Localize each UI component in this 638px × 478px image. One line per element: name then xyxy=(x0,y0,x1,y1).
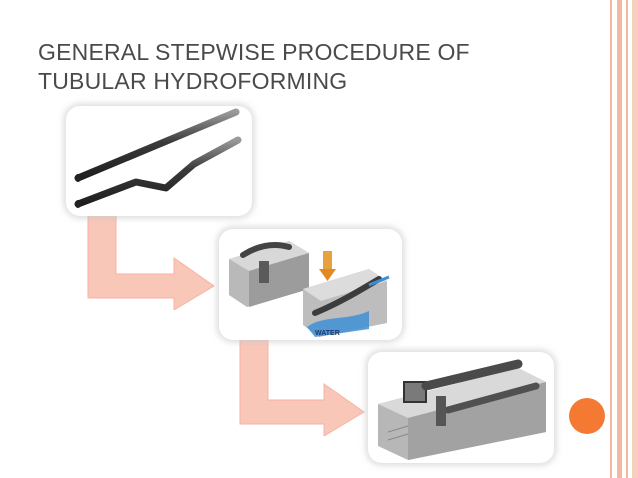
water-pressure-icon xyxy=(303,251,390,337)
straight-tube-icon xyxy=(74,108,240,182)
die-water-illustration: WATER xyxy=(229,241,390,337)
decorative-stripes xyxy=(610,0,638,478)
die-cavity-icon xyxy=(229,241,309,307)
formed-part-icon xyxy=(378,359,546,460)
step-arrow-1 xyxy=(87,214,215,310)
slide-title: GENERAL STEPWISE PROCEDURE OF TUBULAR HY… xyxy=(38,39,470,94)
tube-blanks-illustration xyxy=(74,108,242,208)
water-label: WATER xyxy=(315,330,340,337)
accent-dot xyxy=(569,398,605,434)
step-1-panel xyxy=(66,106,252,216)
step-2-panel: WATER xyxy=(219,229,402,340)
formed-part-illustration xyxy=(378,359,546,460)
step-3-panel xyxy=(368,352,554,463)
step-arrow-2 xyxy=(239,338,365,436)
bent-tube-icon xyxy=(74,136,242,208)
